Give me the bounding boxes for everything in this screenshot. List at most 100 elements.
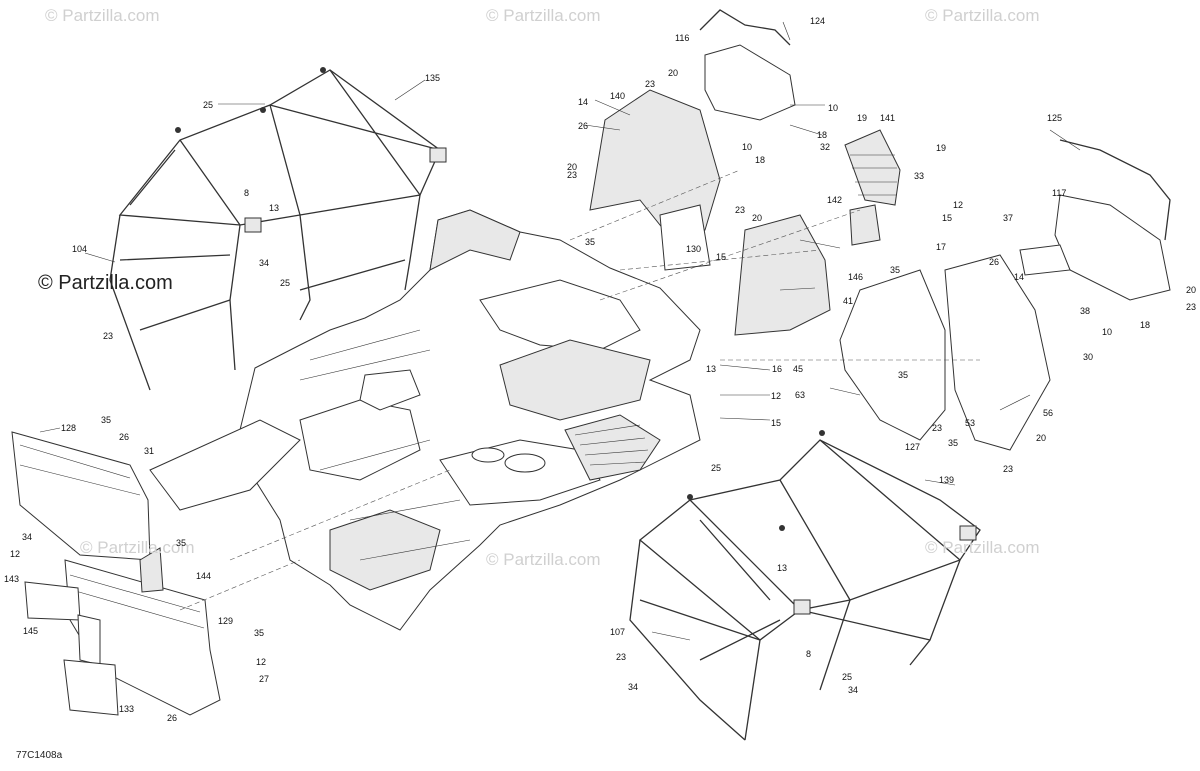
- callout: 30: [1083, 352, 1094, 362]
- callout: 139: [939, 475, 955, 485]
- callout: 32: [820, 142, 831, 152]
- callout: 13: [777, 563, 788, 573]
- body-tub: [149, 209, 701, 631]
- callout: 130: [686, 244, 702, 254]
- assembly-lines: [179, 169, 980, 611]
- callout: 129: [218, 616, 234, 626]
- callout: 142: [827, 195, 843, 205]
- callout: 18: [817, 130, 828, 140]
- callout: 63: [795, 390, 806, 400]
- callout: 25: [842, 672, 853, 682]
- callout: 56: [1043, 408, 1054, 418]
- callout: 34: [628, 682, 639, 692]
- watermark-text: © Partzilla.com: [80, 538, 195, 557]
- callout: 41: [843, 296, 854, 306]
- callout: 35: [585, 237, 596, 247]
- callout: 20: [752, 213, 763, 223]
- callout: 104: [72, 244, 88, 254]
- callout: 23: [735, 205, 746, 215]
- callout: 33: [914, 171, 925, 181]
- callout: 12: [771, 391, 782, 401]
- callout: 23: [1186, 302, 1197, 312]
- callout: 15: [942, 213, 953, 223]
- callout: 10: [1102, 327, 1113, 337]
- callout: 10: [828, 103, 839, 113]
- leader-lines: [39, 21, 1081, 641]
- callout: 34: [22, 532, 33, 542]
- callout: 31: [144, 446, 155, 456]
- diagram-code: 77C1408a: [16, 750, 63, 761]
- callout: 127: [905, 442, 921, 452]
- callout: 8: [806, 649, 812, 659]
- callout: 23: [645, 79, 656, 89]
- callout: 13: [269, 203, 280, 213]
- callout: 143: [4, 574, 20, 584]
- callout: 117: [1052, 188, 1067, 198]
- callout: 13: [706, 364, 717, 374]
- watermark-text: © Partzilla.com: [486, 550, 601, 569]
- callout: 14: [1014, 272, 1025, 282]
- callout: 10: [742, 142, 753, 152]
- callout: 26: [578, 121, 589, 131]
- watermark-prominent: © Partzilla.com: [38, 272, 173, 294]
- callout: 8: [244, 188, 250, 198]
- callout: 17: [936, 242, 947, 252]
- right-panels: [839, 129, 1171, 451]
- callout: 125: [1047, 113, 1063, 123]
- callout: 15: [771, 418, 782, 428]
- callout: 116: [675, 33, 690, 43]
- callout: 15: [716, 252, 727, 262]
- callout: 20: [668, 68, 679, 78]
- callout: 27: [259, 674, 270, 684]
- callout: 23: [103, 331, 114, 341]
- callout: 20: [1186, 285, 1197, 295]
- callout: 38: [1080, 306, 1091, 316]
- callout: 19: [936, 143, 947, 153]
- callout: 124: [810, 16, 826, 26]
- callout: 34: [848, 685, 859, 695]
- top-bracket: [699, 9, 796, 121]
- callout: 18: [755, 155, 766, 165]
- callout: 35: [890, 265, 901, 275]
- callout: 37: [1003, 213, 1014, 223]
- callout: 23: [616, 652, 627, 662]
- callout: 20: [567, 162, 578, 172]
- callout: 12: [10, 549, 21, 559]
- callout: 45: [793, 364, 804, 374]
- roll-cage-upper-left: [109, 67, 447, 391]
- callout: 34: [259, 258, 270, 268]
- watermark-text: © Partzilla.com: [925, 6, 1040, 25]
- callout: 35: [898, 370, 909, 380]
- watermark-text: © Partzilla.com: [925, 538, 1040, 557]
- callout: 16: [772, 364, 783, 374]
- callout: 35: [948, 438, 959, 448]
- callout: 19: [857, 113, 868, 123]
- callout: 20: [1036, 433, 1047, 443]
- callout: 23: [932, 423, 943, 433]
- callout: 53: [965, 418, 976, 428]
- callout: 12: [256, 657, 267, 667]
- callout: 35: [254, 628, 265, 638]
- watermark-text: © Partzilla.com: [486, 6, 601, 25]
- callout: 133: [119, 704, 135, 714]
- callout: 14: [578, 97, 589, 107]
- callout: 26: [167, 713, 178, 723]
- callout: 141: [880, 113, 896, 123]
- callout: 128: [61, 423, 77, 433]
- callout: 135: [425, 73, 441, 83]
- callout: 23: [1003, 464, 1014, 474]
- callout: 140: [610, 91, 626, 101]
- callout: 25: [280, 278, 291, 288]
- callout: 107: [610, 627, 626, 637]
- callout: 26: [119, 432, 130, 442]
- callout: 12: [953, 200, 964, 210]
- rear-panels: [11, 431, 221, 716]
- callout: 26: [989, 257, 1000, 267]
- callout: 145: [23, 626, 39, 636]
- callout: 144: [196, 571, 212, 581]
- callout: 35: [101, 415, 112, 425]
- callout: 35: [176, 538, 187, 548]
- callout: 25: [203, 100, 214, 110]
